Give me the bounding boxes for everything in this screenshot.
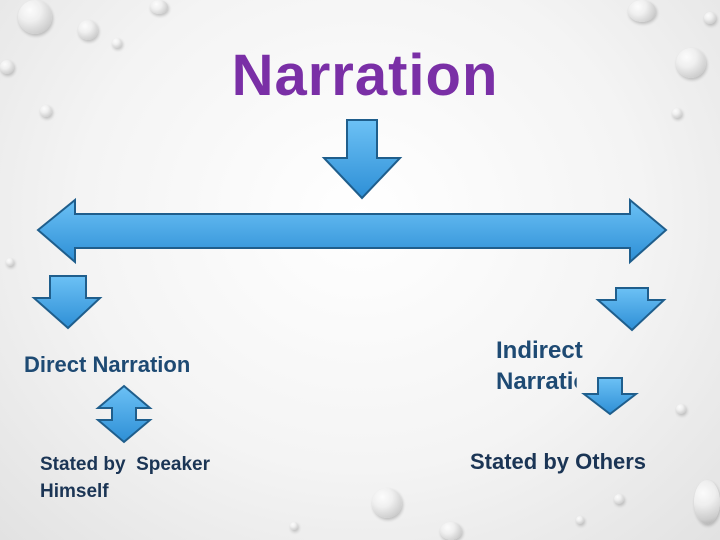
stated-by-speaker-line2: Himself <box>40 481 109 503</box>
down-arrow-icon <box>584 378 636 414</box>
direct-narration-label: Direct Narration <box>24 352 190 378</box>
stated-by-speaker-line1: Stated by Speaker <box>40 454 210 476</box>
indirect-narration-label-line1: Indirect <box>496 337 583 365</box>
stated-by-others-label: Stated by Others <box>470 449 646 475</box>
down-arrow-icon <box>324 120 400 198</box>
down-arrow-icon <box>34 276 100 328</box>
down-arrow-icon <box>598 288 664 330</box>
double-headed-arrow-icon <box>38 200 666 262</box>
up-down-arrow-icon <box>98 386 150 442</box>
